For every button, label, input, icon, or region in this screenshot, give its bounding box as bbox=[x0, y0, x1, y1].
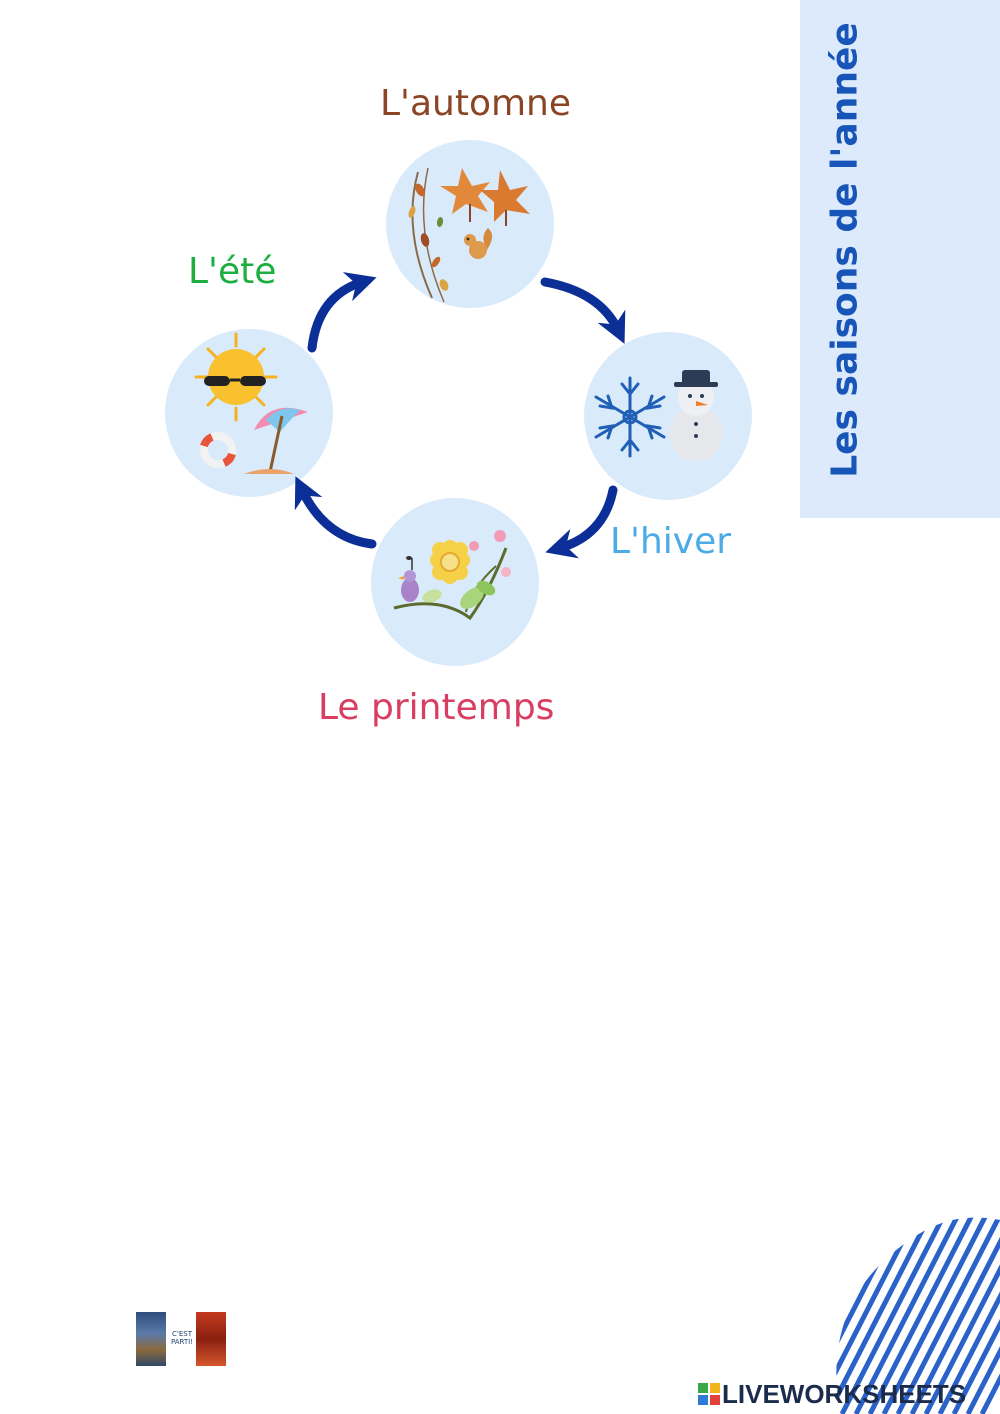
arrow-winter-to-spring bbox=[545, 485, 618, 559]
spring-flowers-icon bbox=[393, 530, 511, 621]
beach-umbrella-icon bbox=[244, 407, 308, 474]
snowman-icon bbox=[669, 370, 723, 461]
label-winter: L'hiver bbox=[610, 521, 732, 562]
brand-name: LIVEWORKSHEETS bbox=[722, 1379, 967, 1409]
thumbnail-right bbox=[196, 1312, 226, 1366]
sun-icon bbox=[194, 332, 278, 422]
arrow-spring-to-summer bbox=[294, 476, 377, 549]
thumbnail-left bbox=[136, 1312, 166, 1366]
season-cycle-diagram bbox=[165, 140, 752, 666]
life-buoy-icon bbox=[200, 432, 236, 468]
autumn-leaves-icon bbox=[408, 167, 530, 303]
squirrel-icon bbox=[464, 228, 493, 259]
bird-icon bbox=[398, 556, 419, 602]
label-autumn: L'automne bbox=[380, 83, 572, 124]
label-summer: L'été bbox=[188, 251, 277, 292]
title-panel bbox=[800, 0, 1000, 518]
winter-circle bbox=[584, 332, 752, 500]
arrow-summer-to-autumn bbox=[307, 272, 377, 353]
label-spring: Le printemps bbox=[318, 687, 555, 728]
decorative-stripes-icon bbox=[836, 1217, 1000, 1414]
snowflake-icon bbox=[594, 376, 666, 458]
logo-mark-icon bbox=[698, 1383, 720, 1405]
thumbnail-caption: C'EST PARTI! bbox=[170, 1330, 194, 1346]
arrow-autumn-to-winter bbox=[540, 277, 626, 344]
autumn-circle bbox=[386, 140, 554, 308]
book-thumbnails: C'EST PARTI! bbox=[136, 1312, 228, 1366]
